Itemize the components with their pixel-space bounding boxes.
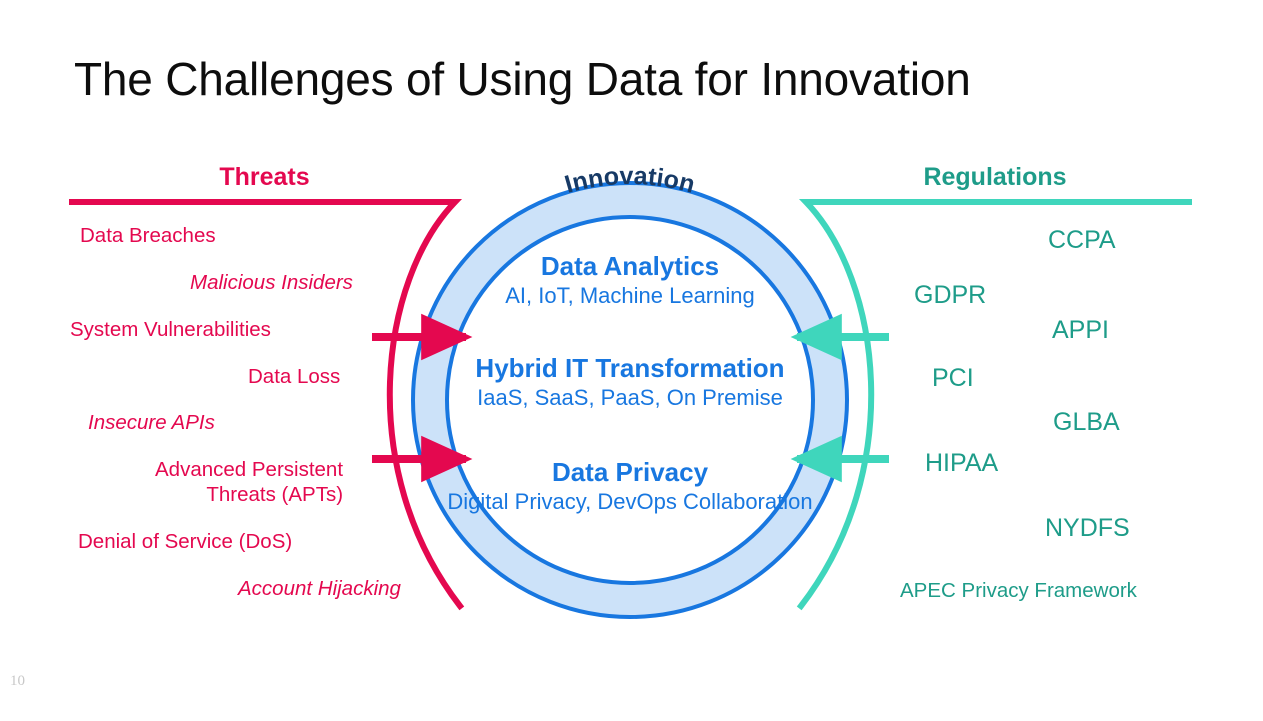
center-section-hybrid-it: Hybrid IT Transformation IaaS, SaaS, Paa… [420, 352, 840, 411]
center-subtitle-hybrid-it: IaaS, SaaS, PaaS, On Premise [477, 385, 783, 410]
page-title: The Challenges of Using Data for Innovat… [74, 53, 971, 105]
page-number: 10 [10, 673, 25, 689]
threat-item: System Vulnerabilities [70, 318, 271, 341]
center-section-data-privacy: Data Privacy Digital Privacy, DevOps Col… [420, 456, 840, 515]
center-heading-data-privacy: Data Privacy [551, 457, 709, 487]
innovation-ring-label: Innovation [562, 162, 698, 199]
regulation-item: GLBA [1053, 408, 1120, 436]
regulation-item: HIPAA [925, 449, 999, 477]
regulation-item: NYDFS [1045, 514, 1130, 542]
threat-item: Advanced Persistent Threats (APTs) [155, 458, 344, 506]
regulation-item: PCI [932, 364, 974, 392]
threat-item: Data Loss [248, 365, 341, 388]
center-subtitle-data-privacy: Digital Privacy, DevOps Collaboration [447, 489, 813, 514]
threat-item: Data Breaches [80, 224, 216, 247]
threat-item: Malicious Insiders [190, 271, 353, 294]
center-heading-data-analytics: Data Analytics [540, 251, 720, 281]
center-heading-hybrid-it: Hybrid IT Transformation [475, 353, 785, 383]
center-section-data-analytics: Data Analytics AI, IoT, Machine Learning [420, 250, 840, 309]
regulations-column-heading: Regulations [923, 163, 1067, 191]
center-subtitle-data-analytics: AI, IoT, Machine Learning [505, 283, 755, 308]
regulations-bracket [796, 199, 1192, 611]
threat-item: Denial of Service (DoS) [78, 530, 293, 553]
regulation-item: APEC Privacy Framework [900, 579, 1137, 602]
regulation-item: CCPA [1048, 226, 1116, 254]
threat-item: Insecure APIs [88, 411, 215, 434]
threat-item: Account Hijacking [238, 577, 401, 600]
threats-column-heading: Threats [219, 163, 310, 191]
regulation-item: APPI [1052, 316, 1109, 344]
regulation-item: GDPR [914, 281, 987, 309]
